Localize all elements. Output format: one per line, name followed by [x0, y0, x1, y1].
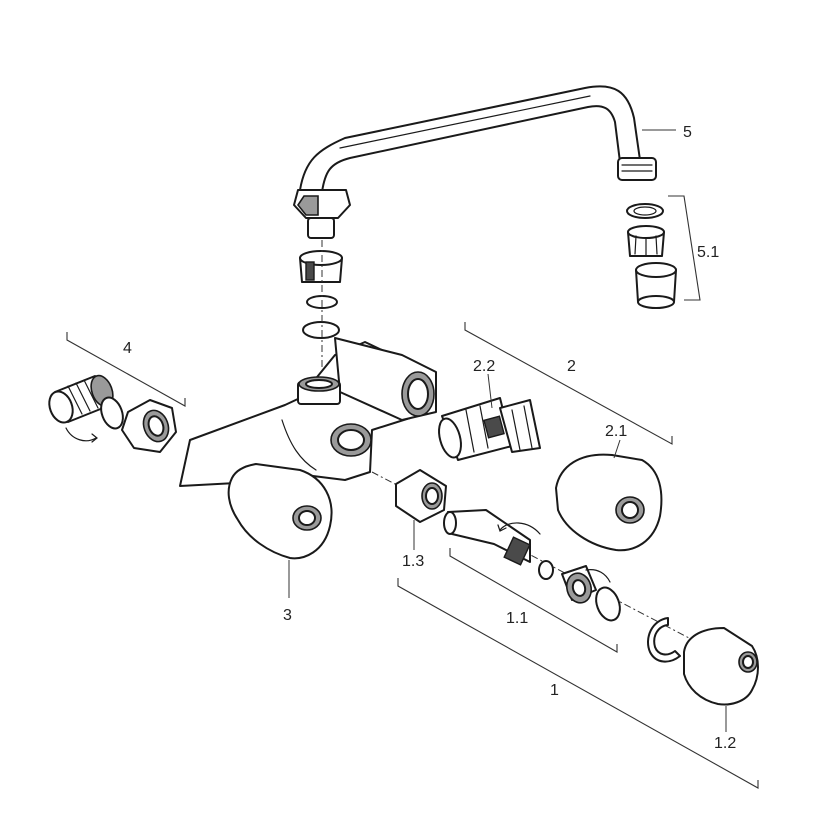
leader-2-2 [487, 373, 493, 409]
spout-o-ring-large [302, 321, 340, 339]
rotation-arrow-1-1 [499, 522, 541, 535]
spindle-part-1-1 [443, 509, 531, 566]
gland-washer [595, 586, 621, 622]
cartridge-part-2-2 [438, 397, 541, 461]
aerator-housing [635, 262, 677, 309]
bracket-1-1 [449, 548, 618, 653]
callout-4: 4 [123, 340, 132, 357]
spout-adapter-sleeve [299, 250, 343, 283]
aerator-washer [626, 203, 664, 219]
spout-nozzle-end [617, 157, 657, 181]
valve-block-part-1-3 [395, 469, 447, 523]
callout-1-3: 1.3 [402, 553, 424, 570]
callout-3: 3 [283, 607, 292, 624]
spout-swivel-nut [293, 189, 351, 239]
callout-1-2: 1.2 [714, 735, 736, 752]
callout-1-1: 1.1 [506, 610, 528, 627]
handle-part-3 [227, 463, 333, 560]
mixer-body [179, 337, 437, 487]
handle-part-2-1 [555, 453, 663, 552]
handle-part-1-2 [683, 627, 759, 706]
bracket-2 [464, 322, 673, 445]
callout-5-1: 5.1 [697, 244, 719, 261]
gland-nut [561, 565, 597, 604]
bracket-1 [397, 578, 759, 789]
callout-2-2: 2.2 [473, 358, 495, 375]
callout-2-1: 2.1 [605, 423, 627, 440]
rotation-arrow-4 [65, 427, 97, 442]
callout-1: 1 [550, 682, 559, 699]
leader-2-1 [613, 439, 621, 459]
spindle-o-ring [538, 560, 554, 580]
bracket-5-1 [668, 195, 701, 301]
callout-5: 5 [683, 124, 692, 141]
connector-o-ring [100, 396, 124, 430]
aerator-insert [627, 225, 665, 257]
spout-part-5 [299, 85, 641, 193]
retaining-clip [647, 617, 681, 663]
callout-2: 2 [567, 358, 576, 375]
bracket-4 [66, 332, 186, 407]
connector-nut [121, 399, 177, 453]
